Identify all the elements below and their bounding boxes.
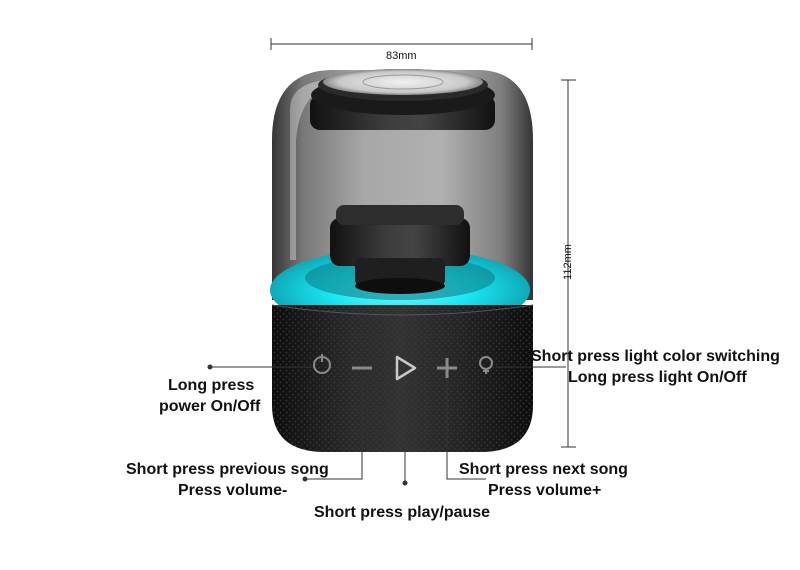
power-caption-line2: power On/Off [159,398,261,415]
center-driver [330,205,470,294]
next-caption-line2: Press volume+ [488,482,602,499]
plus-icon[interactable] [437,358,457,378]
width-label: 83mm [386,50,417,62]
height-label: 112mm [561,244,574,280]
height-dimension [561,79,576,448]
light-bulb-icon[interactable] [479,356,493,374]
play-caption: Short press play/pause [314,504,491,521]
width-dimension [270,38,533,50]
light-caption-line2: Long press light On/Off [568,369,747,386]
callout-lines [207,364,566,486]
prev-caption-line2: Press volume- [178,482,288,499]
play-icon[interactable] [395,355,417,381]
fabric-base [271,304,534,452]
light-caption-line1: Short press light color switching [531,348,780,365]
power-icon[interactable] [313,354,331,374]
power-caption-line1: Long press [168,377,255,394]
next-caption-line1: Short press next song [459,461,628,478]
top-cap [310,69,495,130]
prev-caption-line1: Short press previous song [126,461,329,478]
